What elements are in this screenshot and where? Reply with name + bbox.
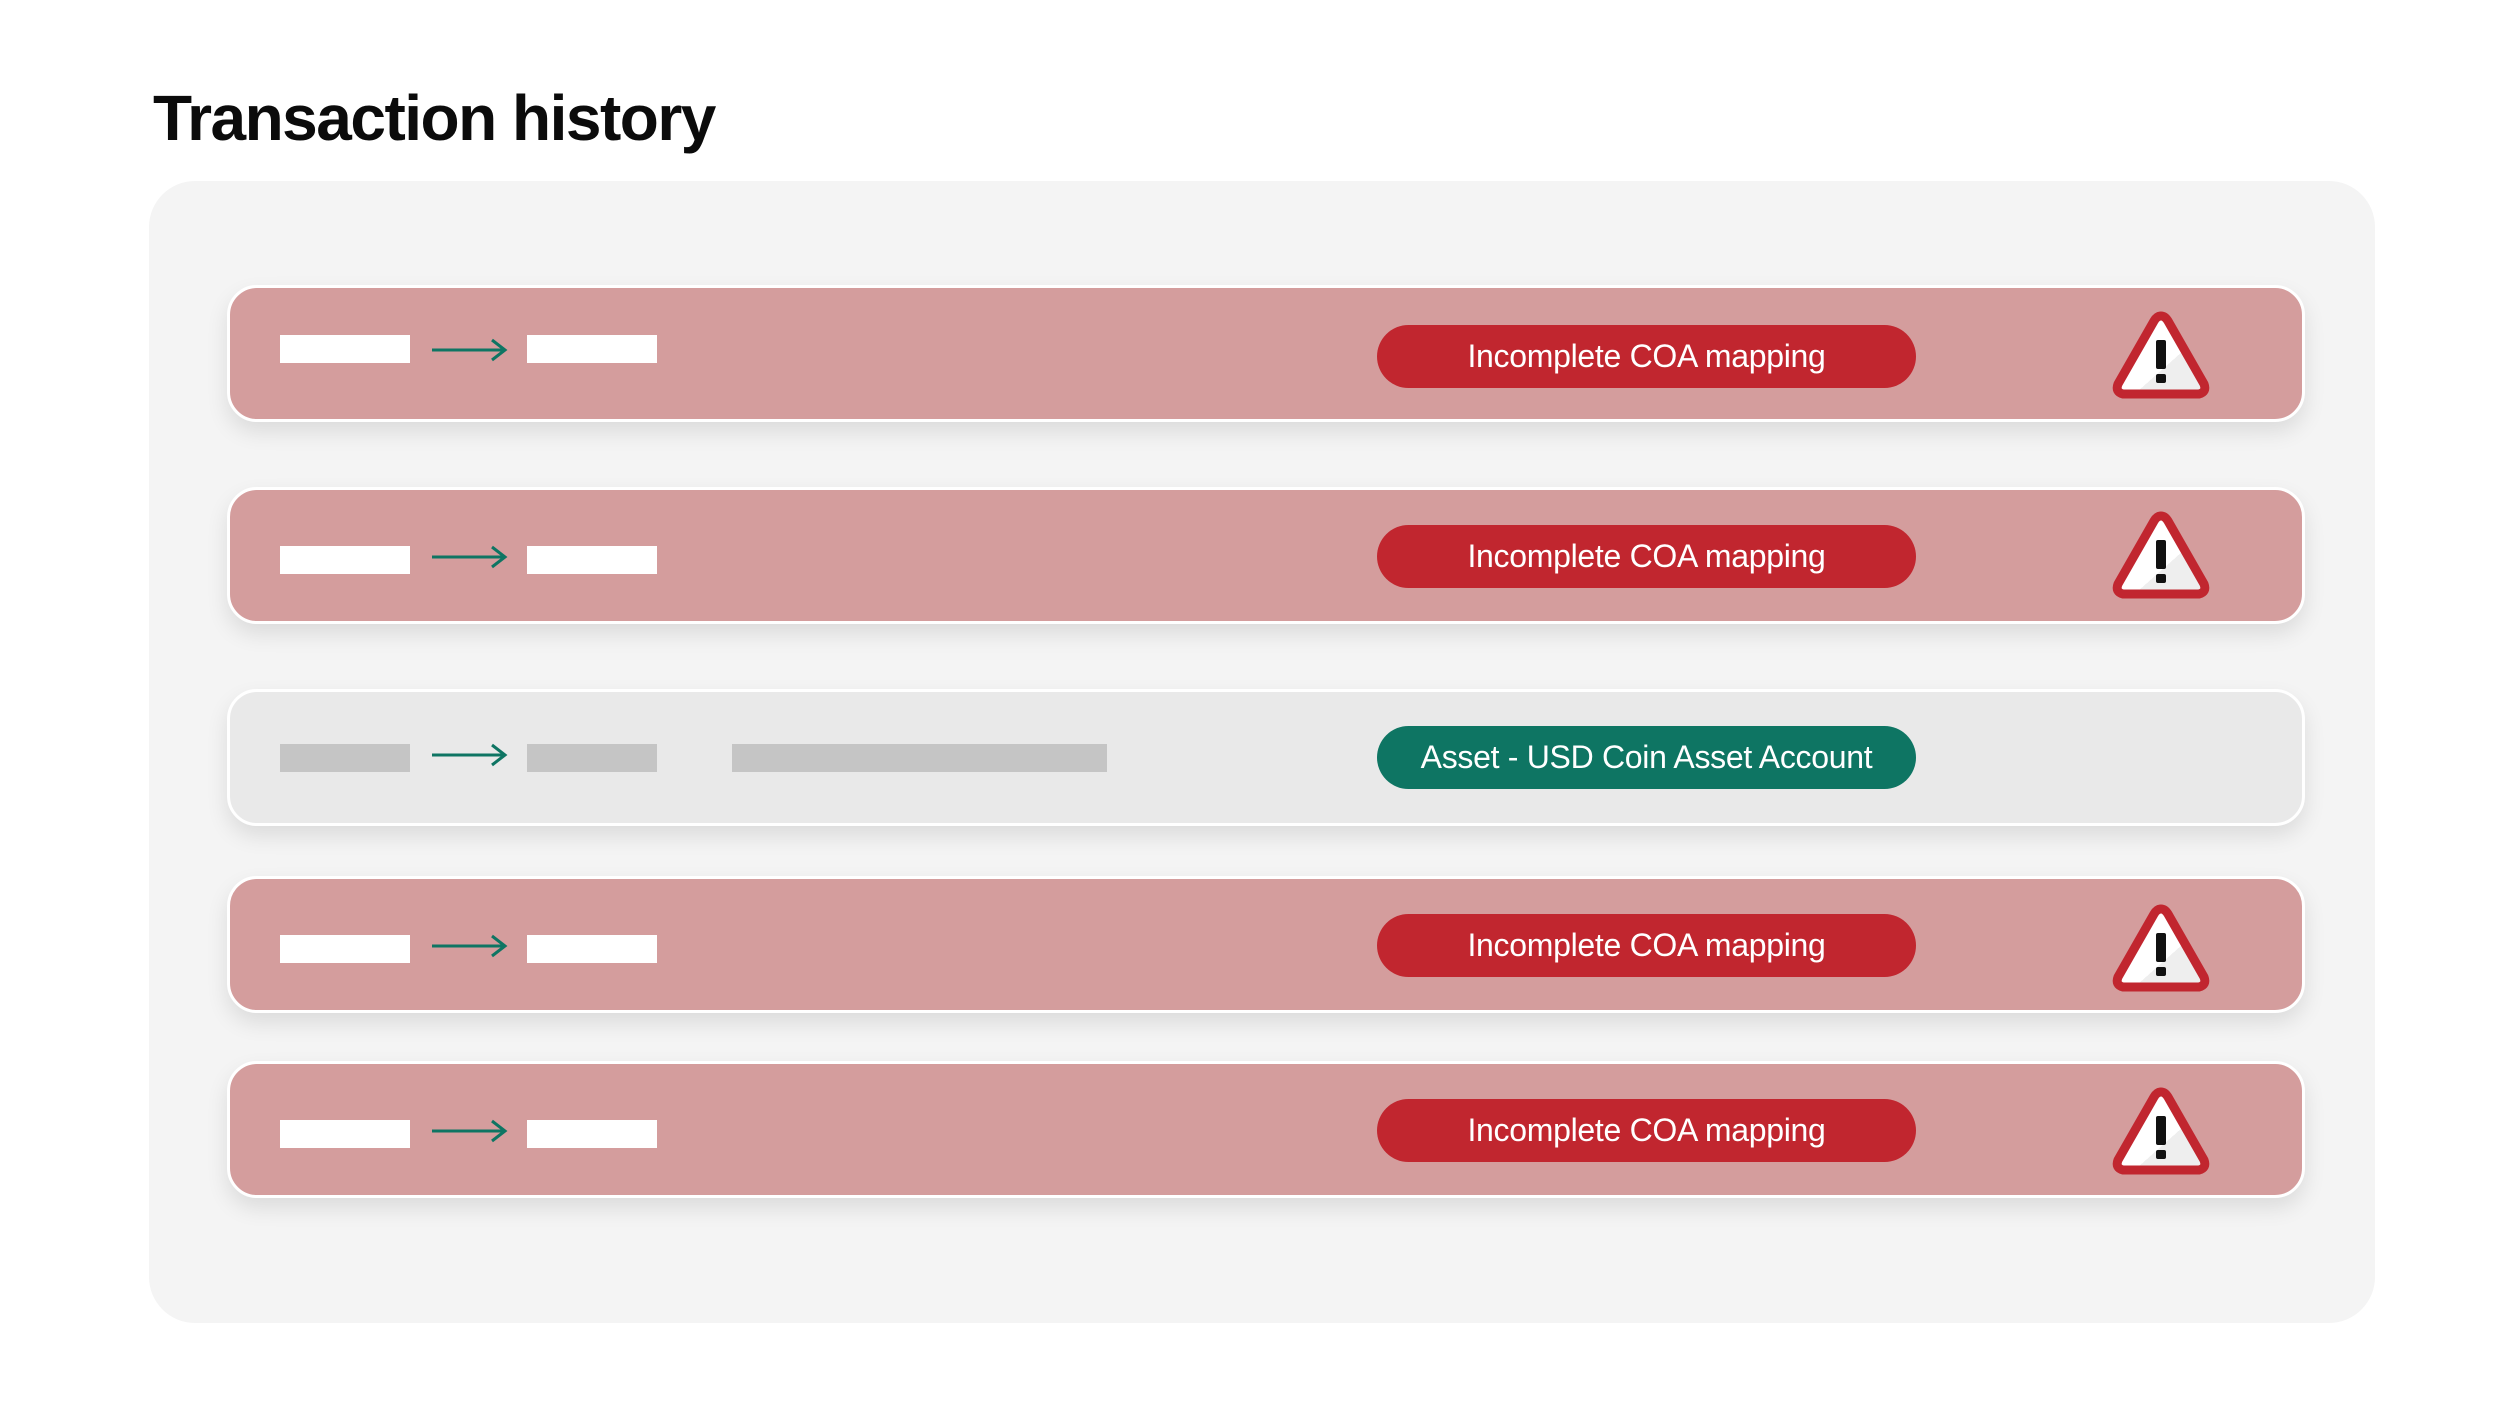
destination-account-placeholder (527, 546, 657, 574)
destination-account-placeholder (527, 335, 657, 363)
source-account-placeholder (280, 1120, 410, 1148)
warning-icon (2112, 311, 2210, 399)
source-account-placeholder (280, 744, 410, 772)
description-placeholder (732, 744, 1107, 772)
destination-account-placeholder (527, 744, 657, 772)
transaction-row[interactable]: Incomplete COA mapping (227, 285, 2305, 422)
source-account-placeholder (280, 546, 410, 574)
source-account-placeholder (280, 335, 410, 363)
status-badge[interactable]: Incomplete COA mapping (1377, 525, 1916, 588)
warning-icon (2112, 511, 2210, 599)
status-badge[interactable]: Incomplete COA mapping (1377, 325, 1916, 388)
arrow-right-icon (432, 338, 508, 362)
destination-account-placeholder (527, 1120, 657, 1148)
warning-icon (2112, 1087, 2210, 1175)
warning-icon (2112, 904, 2210, 992)
account-mapping-badge[interactable]: Asset - USD Coin Asset Account (1377, 726, 1916, 789)
source-account-placeholder (280, 935, 410, 963)
destination-account-placeholder (527, 935, 657, 963)
arrow-right-icon (432, 743, 508, 767)
transaction-row[interactable]: Incomplete COA mapping (227, 487, 2305, 624)
status-badge[interactable]: Incomplete COA mapping (1377, 914, 1916, 977)
transaction-row[interactable]: Incomplete COA mapping (227, 876, 2305, 1013)
status-badge[interactable]: Incomplete COA mapping (1377, 1099, 1916, 1162)
arrow-right-icon (432, 1119, 508, 1143)
arrow-right-icon (432, 545, 508, 569)
page-title: Transaction history (153, 82, 716, 154)
arrow-right-icon (432, 934, 508, 958)
transaction-row[interactable]: Asset - USD Coin Asset Account (227, 689, 2305, 826)
transaction-row[interactable]: Incomplete COA mapping (227, 1061, 2305, 1198)
